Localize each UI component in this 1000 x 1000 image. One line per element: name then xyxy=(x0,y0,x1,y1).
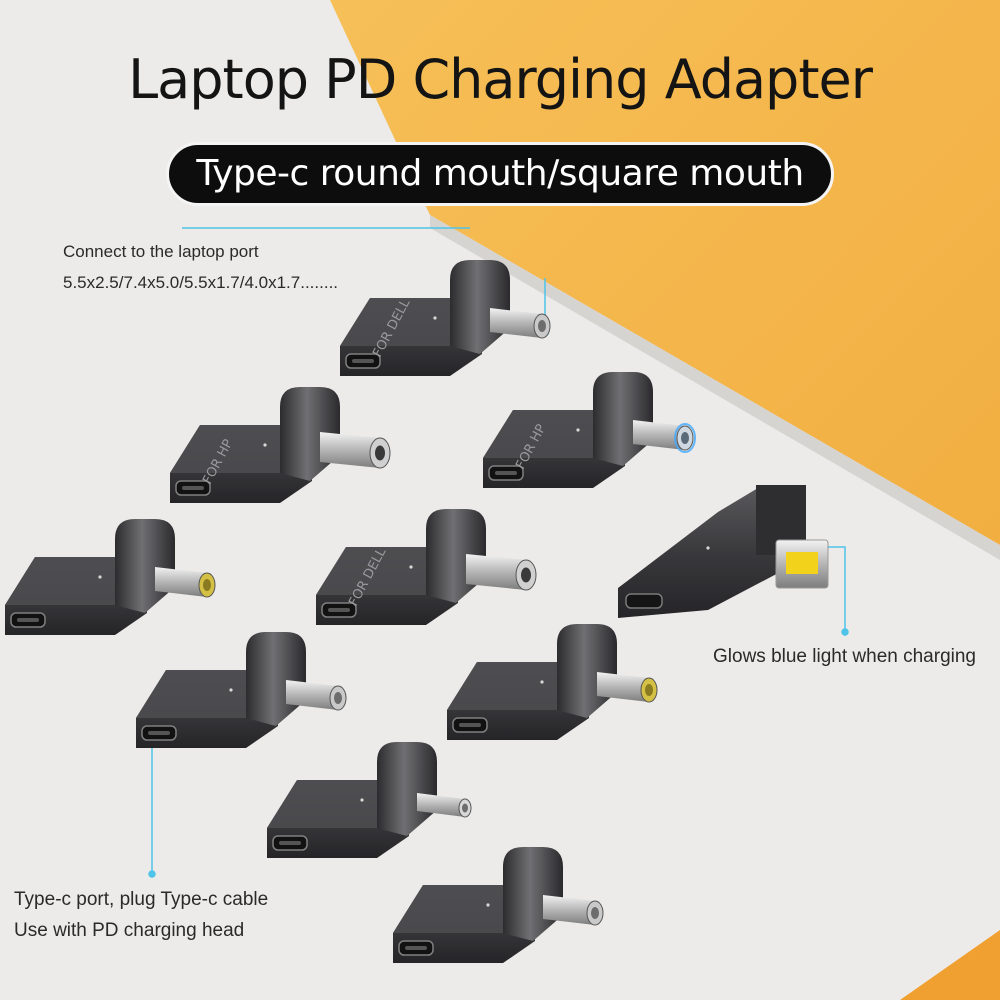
typec-port-tongue xyxy=(352,359,374,363)
surface-edge-shadow xyxy=(430,215,1000,560)
barrel xyxy=(633,420,685,450)
adapter-top-face xyxy=(136,670,271,718)
barrel xyxy=(543,895,595,925)
adapter-top-face xyxy=(170,425,305,473)
adapter: FOR HP xyxy=(170,387,391,503)
barrel xyxy=(597,672,649,702)
typec-port-tongue xyxy=(279,841,301,845)
barrel-tip-hole xyxy=(203,579,211,591)
led-indicator xyxy=(360,798,364,802)
typec-port-tongue xyxy=(405,946,427,950)
adapter-top-face xyxy=(447,662,582,710)
led-indicator xyxy=(98,575,102,579)
barrel xyxy=(155,567,207,597)
barrel xyxy=(490,308,542,338)
barrel-tip-hole xyxy=(645,684,653,696)
light-note: Glows blue light when charging xyxy=(713,641,976,672)
led-indicator xyxy=(706,546,710,550)
led-indicator xyxy=(263,443,267,447)
adapter xyxy=(393,847,604,963)
adapter-top-face xyxy=(267,780,402,828)
laptop-port-line-1: Connect to the laptop port xyxy=(63,242,259,261)
led-indicator xyxy=(229,688,233,692)
callout-dot-light-end xyxy=(841,628,849,636)
callout-dot-typec-end xyxy=(148,870,156,878)
barrel-tip-hole xyxy=(334,692,342,704)
barrel-tip-hole xyxy=(538,320,546,332)
barrel-tip-hole xyxy=(521,567,531,583)
adapter-top-face xyxy=(483,410,618,458)
adapter xyxy=(447,624,658,740)
barrel xyxy=(286,680,338,710)
adapter: FOR DELL xyxy=(316,509,537,625)
typec-port-tongue xyxy=(17,618,39,622)
barrel-tip-hole xyxy=(681,432,689,444)
typec-port-tongue xyxy=(459,723,481,727)
barrel-tip-hole xyxy=(591,907,599,919)
laptop-port-note: Connect to the laptop port 5.5x2.5/7.4x5… xyxy=(63,236,338,298)
tip-glow xyxy=(674,423,696,453)
typec-port-tongue xyxy=(495,471,517,475)
adapter xyxy=(618,485,829,618)
adapter-top-face xyxy=(340,298,475,346)
light-line: Glows blue light when charging xyxy=(713,646,976,667)
led-indicator xyxy=(486,903,490,907)
background-orange-corner xyxy=(900,930,1000,1000)
led-indicator xyxy=(540,680,544,684)
laptop-port-line-2: 5.5x2.5/7.4x5.0/5.5x1.7/4.0x1.7........ xyxy=(63,273,339,292)
adapter: FOR HP xyxy=(483,372,696,488)
adapter xyxy=(5,519,216,635)
typec-line-1: Type-c port, plug Type-c cable xyxy=(14,889,269,910)
led-indicator xyxy=(433,316,437,320)
subtitle-pill: Type-c round mouth/square mouth xyxy=(166,142,834,206)
barrel xyxy=(320,432,380,468)
typec-port xyxy=(625,593,663,609)
adapter-cap xyxy=(377,742,437,836)
barrel xyxy=(417,793,465,817)
adapter: FOR DELL xyxy=(340,260,551,376)
led-indicator xyxy=(409,565,413,569)
adapter-top-face xyxy=(393,885,528,933)
typec-port-tongue xyxy=(328,608,350,612)
typec-line-2: Use with PD charging head xyxy=(14,920,245,941)
page-title: Laptop PD Charging Adapter xyxy=(128,48,873,111)
barrel xyxy=(466,554,526,590)
typec-port-tongue xyxy=(182,486,204,490)
adapter-top-face xyxy=(5,557,140,605)
barrel-tip-hole xyxy=(462,803,468,813)
adapter-top-face xyxy=(316,547,451,595)
square-tip-yellow-insert xyxy=(786,552,818,574)
adapter xyxy=(267,742,472,858)
barrel-tip-hole xyxy=(375,445,385,461)
typec-note: Type-c port, plug Type-c cable Use with … xyxy=(14,884,268,946)
adapter xyxy=(136,632,347,748)
typec-port-tongue xyxy=(148,731,170,735)
led-indicator xyxy=(576,428,580,432)
